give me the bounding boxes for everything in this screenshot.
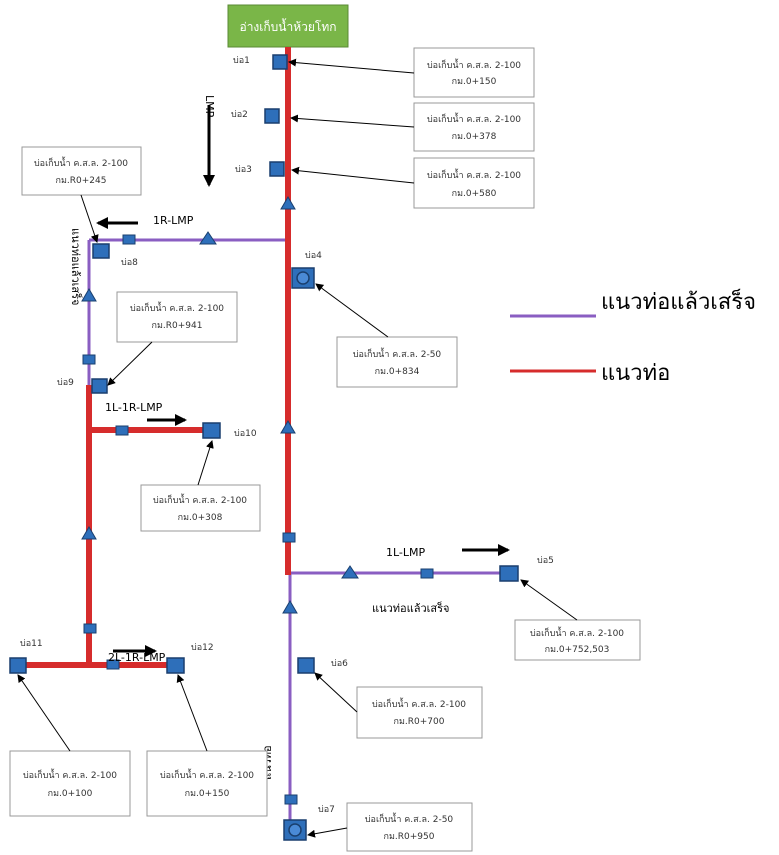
well-labels: บ่อ1 บ่อ2 บ่อ3 บ่อ4 บ่อ5 บ่อ6 บ่อ7 บ่อ8 … [20,56,554,815]
valve-triangles [81,196,359,614]
callout-8-line1: บ่อเก็บน้ำ ค.ส.ล. 2-100 [34,156,128,169]
callout-9-line1: บ่อเก็บน้ำ ค.ส.ล. 2-100 [130,301,224,314]
callout-leaders [17,58,578,838]
callout-10-line2: กม.0+308 [178,513,223,523]
reservoir-label: อ่างเก็บน้ำห้วยโทก [239,18,336,34]
callout-7-line1: บ่อเก็บน้ำ ค.ส.ล. 2-50 [365,812,454,825]
callout-5-line1: บ่อเก็บน้ำ ค.ส.ล. 2-100 [530,626,624,639]
line-names: LMP 1R-LMP 1L-1R-LMP 2L-1R-LMP 1L-LMP [105,95,426,664]
legend-planned-label: แนวท่อ [601,361,670,386]
wells [9,54,519,841]
well-1-label: บ่อ1 [233,56,250,66]
well-4-label: บ่อ4 [305,251,322,261]
right-branch-label: แนวท่อแล้วเสร็จ [372,601,449,615]
callout-6-line1: บ่อเก็บน้ำ ค.ส.ล. 2-100 [372,697,466,710]
well-11-label: บ่อ11 [20,639,43,649]
well-9-label: บ่อ9 [57,378,74,388]
callout-3-line1: บ่อเก็บน้ำ ค.ส.ล. 2-100 [427,168,521,181]
legend-item-planned: แนวท่อ [510,361,670,386]
legend-item-completed: แนวท่อแล้วเสร็จ [510,287,756,318]
well-7-label: บ่อ7 [318,805,335,815]
left-vertical-label: แนวท่อแล้วเสร็จ [69,228,83,305]
well-12-label: บ่อ12 [191,643,214,653]
callout-4-line2: กม.0+834 [375,367,420,377]
line-2l1r-label: 2L-1R-LMP [108,651,166,664]
pipes-planned [18,47,291,668]
callout-6-line2: กม.R0+700 [394,717,445,727]
line-1l1r-label: 1L-1R-LMP [105,401,163,414]
callout-12-line1: บ่อเก็บน้ำ ค.ส.ล. 2-100 [160,768,254,781]
well-10-label: บ่อ10 [234,429,257,439]
callout-7-line2: กม.R0+950 [384,832,435,842]
reservoir-box: อ่างเก็บน้ำห้วยโทก [227,4,349,48]
callout-8-line2: กม.R0+245 [56,176,107,186]
legend: แนวท่อแล้วเสร็จ แนวท่อ [510,287,756,386]
callout-1-line1: บ่อเก็บน้ำ ค.ส.ล. 2-100 [427,58,521,71]
legend-completed-label: แนวท่อแล้วเสร็จ [601,287,756,315]
callout-9-line2: กม.R0+941 [152,321,203,331]
well-5-label: บ่อ5 [537,556,554,566]
callout-4-line1: บ่อเก็บน้ำ ค.ส.ล. 2-50 [353,347,442,360]
callout-12-line2: กม.0+150 [185,789,230,799]
callout-5-line2: กม.0+752,503 [545,645,610,655]
line-1r-label: 1R-LMP [153,214,194,227]
callout-1-line2: กม.0+150 [452,77,497,87]
well-6-label: บ่อ6 [331,659,348,669]
well-8-label: บ่อ8 [121,258,138,268]
callout-11-line2: กม.0+100 [48,789,93,799]
callout-boxes [9,47,641,852]
callout-texts: บ่อเก็บน้ำ ค.ส.ล. 2-100 กม.0+150 บ่อเก็บ… [23,58,624,842]
pipe-joints [82,234,434,805]
flow-arrows [96,105,510,657]
callout-11-line1: บ่อเก็บน้ำ ค.ส.ล. 2-100 [23,768,117,781]
well-3-label: บ่อ3 [235,165,252,175]
callout-10-line1: บ่อเก็บน้ำ ค.ส.ล. 2-100 [153,493,247,506]
callout-2-line1: บ่อเก็บน้ำ ค.ส.ล. 2-100 [427,112,521,125]
well-2-label: บ่อ2 [231,110,248,120]
callout-2-line2: กม.0+378 [452,132,497,142]
line-1l-label: 1L-LMP [386,546,426,559]
callout-3-line2: กม.0+580 [452,189,497,199]
